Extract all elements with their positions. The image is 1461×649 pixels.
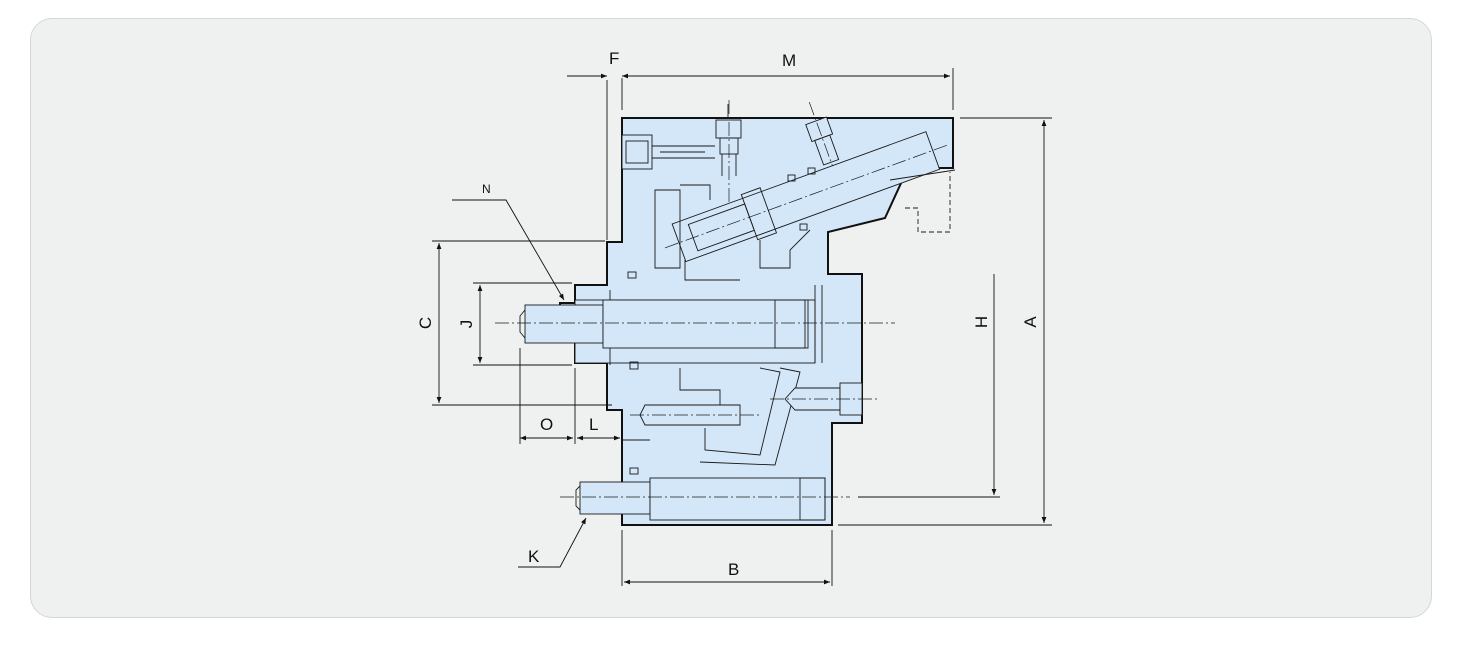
label-a: A [1021, 316, 1040, 328]
label-c: C [416, 317, 435, 329]
label-o: O [540, 415, 553, 434]
extension-lines [432, 68, 1052, 586]
dimension-labels: F M N C J H A O L K B [416, 49, 1040, 579]
lower-features [560, 367, 880, 521]
piston-rod [495, 285, 895, 370]
label-b: B [728, 560, 739, 579]
label-k: K [528, 547, 540, 566]
label-f: F [609, 49, 619, 68]
label-j: J [457, 320, 476, 329]
label-l: L [589, 415, 598, 434]
label-h: H [972, 316, 991, 328]
internal-features [621, 100, 956, 281]
label-m: M [782, 51, 796, 70]
dimension-lines [436, 73, 1047, 585]
label-n: N [482, 182, 491, 196]
